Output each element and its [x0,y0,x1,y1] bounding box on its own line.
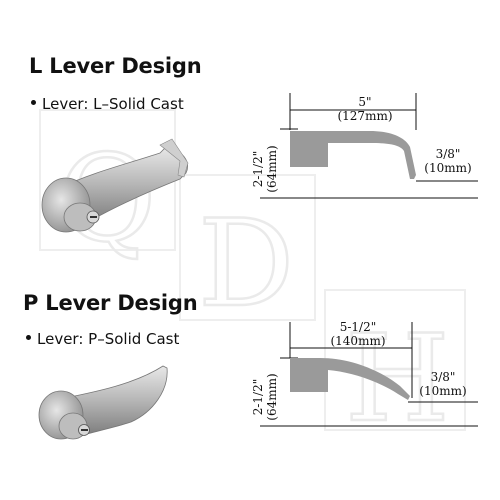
p-width-value: 5-1/2" [339,320,377,334]
l-tip-label: 3/8" (10mm) [418,147,478,175]
p-width-label: 5-1/2" (140mm) [313,320,403,348]
watermark-letter-d: D [198,195,294,334]
p-height-value: 2-1/2" [251,378,265,416]
p-width-mm: (140mm) [330,334,386,348]
l-lever-bullet: Lever: L–Solid Cast [31,95,184,113]
p-lever-bullet-text: Lever: P–Solid Cast [37,330,180,348]
bullet-dot [31,100,36,105]
p-height-mm: (64mm) [265,373,279,421]
p-lever-profile [290,358,410,400]
l-lever-bullet-text: Lever: L–Solid Cast [42,95,184,113]
l-height-mm: (64mm) [265,145,279,193]
l-lever-heading: L Lever Design [29,54,202,78]
l-tip-mm: (10mm) [424,161,472,175]
p-tip-label: 3/8" (10mm) [413,370,473,398]
p-tip-mm: (10mm) [419,384,467,398]
p-lever-bullet: Lever: P–Solid Cast [26,330,179,348]
p-lever-illustration [38,365,168,440]
l-lever-dimension-drawing [260,93,478,199]
l-lever-illustration [41,138,189,233]
l-width-mm: (127mm) [337,109,393,123]
l-height-value: 2-1/2" [251,150,265,188]
l-tip-value: 3/8" [435,147,461,161]
l-lever-profile [290,131,416,179]
p-tip-value: 3/8" [430,370,456,384]
l-width-value: 5" [358,95,372,109]
p-lever-dimension-drawing [260,322,478,427]
p-height-label: 2-1/2" (64mm) [251,367,281,427]
bullet-dot [26,335,31,340]
l-width-label: 5" (127mm) [320,95,410,123]
p-lever-heading: P Lever Design [23,291,198,315]
l-height-label: 2-1/2" (64mm) [251,139,281,199]
